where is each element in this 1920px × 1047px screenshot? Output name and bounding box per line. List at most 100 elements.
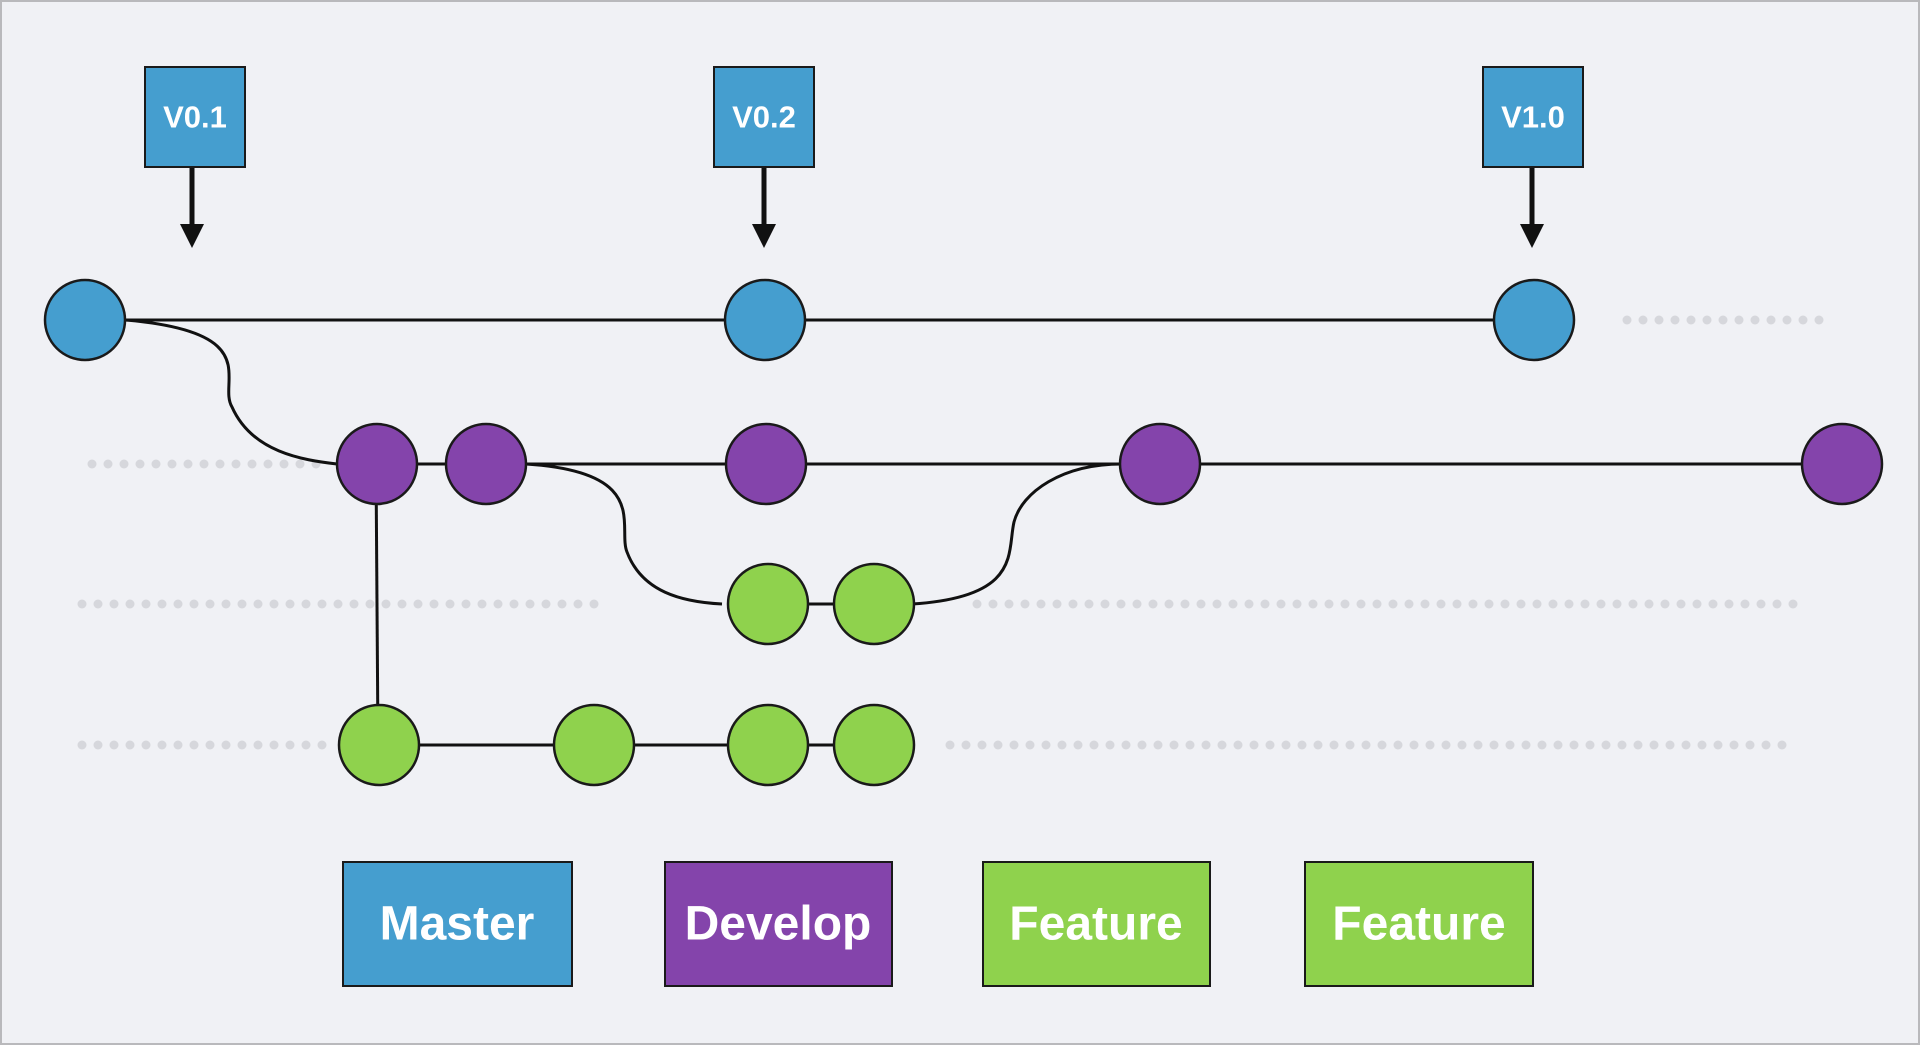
continuation-dot [977, 740, 987, 750]
continuation-dot [221, 599, 231, 609]
legend-master-label: Master [380, 898, 535, 951]
continuation-dot [1345, 740, 1355, 750]
continuation-dot [945, 740, 955, 750]
continuation-dot [1393, 740, 1403, 750]
continuation-dot [1516, 599, 1526, 609]
continuation-dot [1670, 315, 1680, 325]
continuation-dot [445, 599, 455, 609]
continuation-dot [1473, 740, 1483, 750]
continuation-dot [119, 459, 129, 469]
continuation-dot [1612, 599, 1622, 609]
develop-to-feature-2-line [374, 463, 380, 746]
continuation-dot [1702, 315, 1712, 325]
continuation-dot [1409, 740, 1419, 750]
tag-v02: V0.2 [713, 66, 815, 168]
continuation-dot [1521, 740, 1531, 750]
continuation-dot [77, 599, 87, 609]
continuation-dot [1692, 599, 1702, 609]
continuation-dot [429, 599, 439, 609]
continuation-dot [397, 599, 407, 609]
continuation-dot [1132, 599, 1142, 609]
continuation-dot [1441, 740, 1451, 750]
continuation-dot [1265, 740, 1275, 750]
continuation-dot [1676, 599, 1686, 609]
continuation-dot [1361, 740, 1371, 750]
tag-v10-label: V1.0 [1501, 100, 1565, 135]
continuation-dot [1713, 740, 1723, 750]
continuation-dot [1180, 599, 1190, 609]
continuation-dot [215, 459, 225, 469]
continuation-dot [317, 599, 327, 609]
continuation-dot [349, 599, 359, 609]
continuation-dot [525, 599, 535, 609]
continuation-dot [477, 599, 487, 609]
develop-commit [724, 422, 808, 506]
legend-master: Master [342, 861, 573, 987]
continuation-dot [205, 599, 215, 609]
feature-commit [832, 562, 916, 646]
continuation-dot [279, 459, 289, 469]
continuation-dot [1681, 740, 1691, 750]
arrowhead-v02 [752, 224, 776, 248]
continuation-dot [1233, 740, 1243, 750]
continuation-dot [1313, 740, 1323, 750]
continuation-dot [1782, 315, 1792, 325]
feature-commit [832, 703, 916, 787]
continuation-dot [1121, 740, 1131, 750]
legend: Master Develop Feature Feature [342, 861, 1534, 987]
develop-commit [1800, 422, 1884, 506]
legend-feature-label: Feature [1009, 898, 1182, 951]
continuation-dot [1281, 740, 1291, 750]
continuation-dot [1628, 599, 1638, 609]
continuation-dot [189, 599, 199, 609]
continuation-dot [285, 599, 295, 609]
continuation-dot [589, 599, 599, 609]
continuation-dot [77, 740, 87, 750]
dotted-lines [77, 315, 1824, 750]
develop-to-feature-1-curve [525, 462, 723, 606]
continuation-dot [141, 740, 151, 750]
feature-commit [552, 703, 636, 787]
continuation-dot [1324, 599, 1334, 609]
continuation-dot [125, 599, 135, 609]
continuation-dot [1356, 599, 1366, 609]
continuation-dot [1036, 599, 1046, 609]
continuation-dot [1585, 740, 1595, 750]
continuation-dot [1569, 740, 1579, 750]
continuation-dot [317, 740, 327, 750]
legend-feature: Feature [1304, 861, 1534, 987]
continuation-dot [413, 599, 423, 609]
continuation-dot [93, 599, 103, 609]
continuation-dot [1196, 599, 1206, 609]
master-commit [723, 278, 807, 362]
continuation-dot [1297, 740, 1307, 750]
legend-develop-label: Develop [685, 898, 872, 951]
continuation-dot [135, 459, 145, 469]
tag-v10: V1.0 [1482, 66, 1584, 168]
continuation-dot [1377, 740, 1387, 750]
continuation-dot [1814, 315, 1824, 325]
tag-arrows [180, 168, 1544, 248]
continuation-dot [237, 740, 247, 750]
continuation-dot [1756, 599, 1766, 609]
continuation-dot [1553, 740, 1563, 750]
continuation-dot [1745, 740, 1755, 750]
continuation-dot [125, 740, 135, 750]
continuation-dot [1057, 740, 1067, 750]
continuation-dot [961, 740, 971, 750]
legend-feature: Feature [982, 861, 1211, 987]
continuation-dot [183, 459, 193, 469]
continuation-dot [1164, 599, 1174, 609]
feature-commit [337, 703, 421, 787]
continuation-dot [1228, 599, 1238, 609]
tag-v01: V0.1 [144, 66, 246, 168]
feature-commit [726, 562, 810, 646]
continuation-dot [221, 740, 231, 750]
continuation-dot [1564, 599, 1574, 609]
continuation-dot [541, 599, 551, 609]
continuation-dot [1622, 315, 1632, 325]
continuation-dot [1686, 315, 1696, 325]
continuation-dot [301, 599, 311, 609]
continuation-dot [199, 459, 209, 469]
